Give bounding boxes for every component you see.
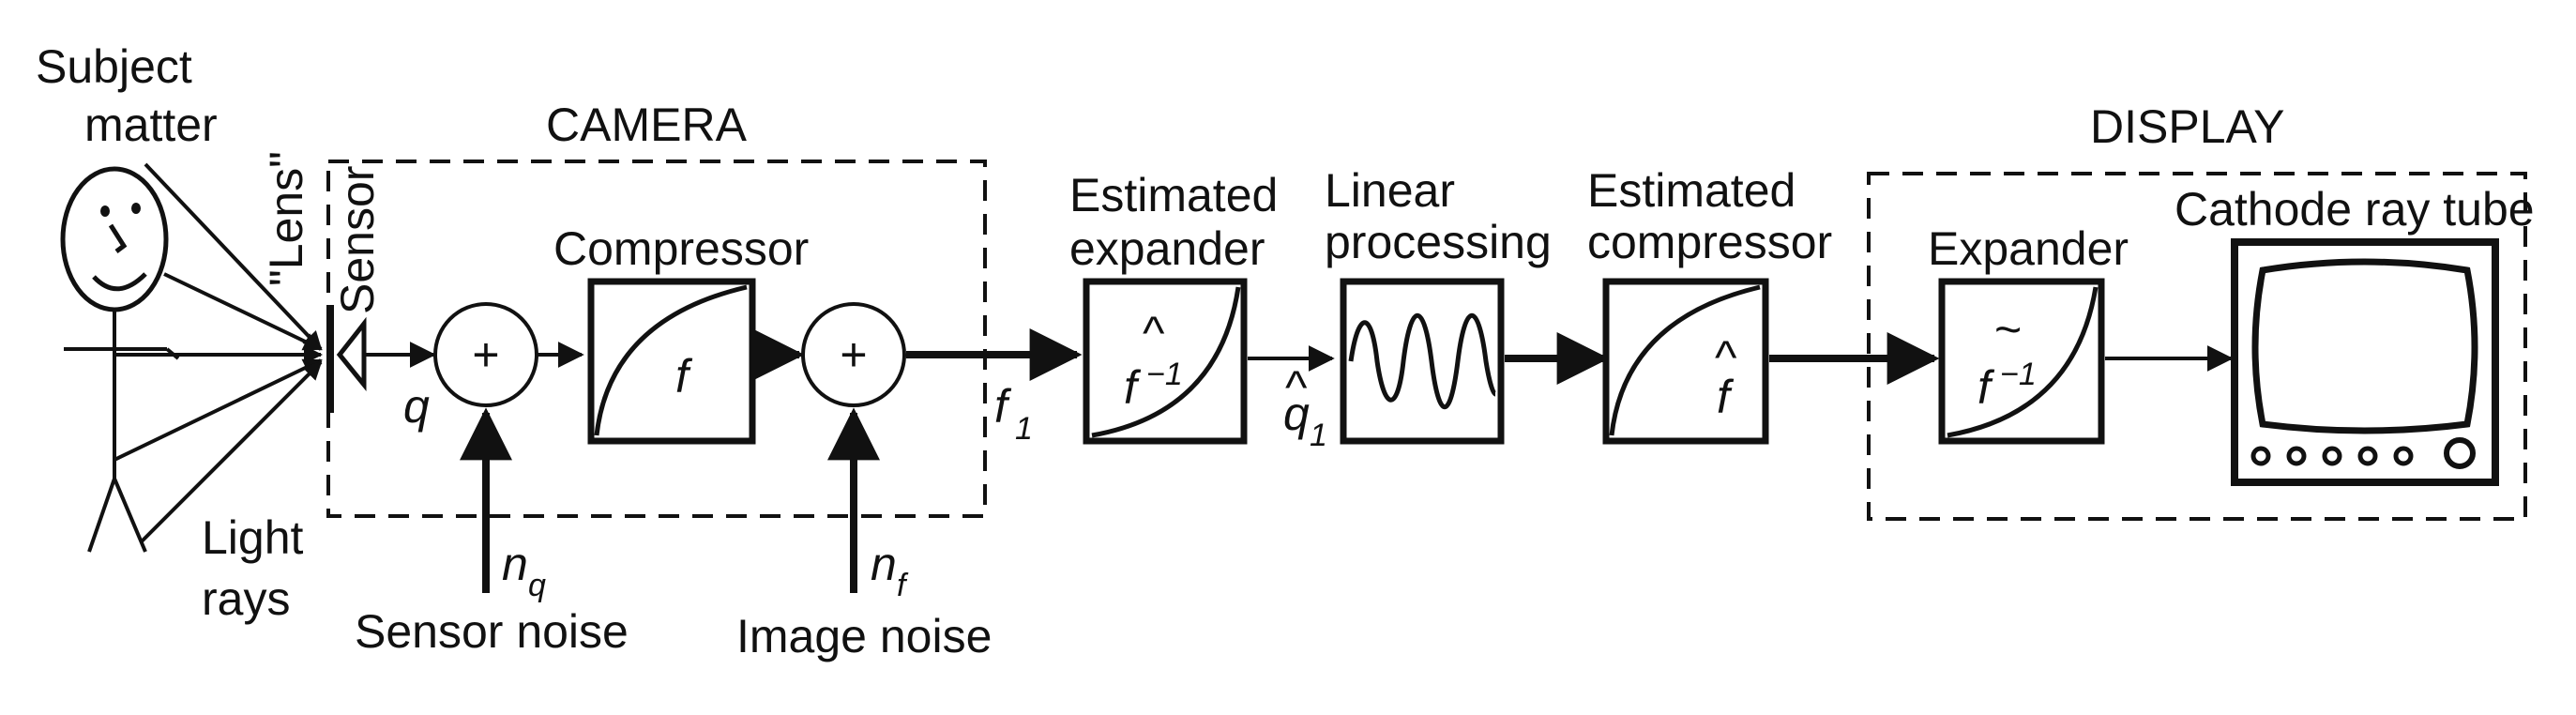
linear-processing-block	[1340, 278, 1505, 445]
expander-tilde: ~	[1994, 303, 2022, 356]
camera-title: CAMERA	[546, 99, 748, 151]
estimated-expander-hat: ^	[1143, 307, 1165, 359]
subject-label-line2: matter	[84, 99, 218, 151]
sensor-sum-sign: +	[472, 328, 499, 381]
estimated-compressor-hat: ^	[1715, 331, 1737, 384]
expander-curve	[1947, 286, 2099, 438]
estimated-compressor-label-line2: compressor	[1587, 216, 1832, 268]
light-rays-label-line2: rays	[202, 572, 290, 625]
crt-label: Cathode ray tube	[2174, 183, 2535, 236]
lens-label: "Lens"	[260, 151, 312, 286]
compressor-curve	[594, 284, 748, 436]
sine-wave-icon	[1348, 313, 1497, 410]
crt-monitor-icon	[2231, 238, 2499, 486]
estimated-compressor-curve	[1609, 284, 1761, 436]
image-noise-summer	[801, 302, 906, 407]
compressor-block	[587, 278, 756, 445]
estimated-compressor-label-line1: Estimated	[1587, 164, 1796, 217]
estimated-expander-curve	[1091, 286, 1241, 438]
estimated-expander-label-line1: Estimated	[1069, 169, 1278, 221]
estimated-expander-exponent: −1	[1146, 357, 1183, 392]
sensor-icon	[336, 316, 367, 392]
linear-processing-label-line1: Linear	[1325, 164, 1455, 217]
sensor-noise-label: Sensor noise	[355, 605, 629, 658]
light-rays-label-line1: Light	[202, 511, 304, 564]
sensor-label: Sensor	[331, 166, 384, 314]
q1hat-subscript: 1	[1310, 418, 1327, 453]
light-rays	[114, 162, 323, 544]
display-title: DISPLAY	[2090, 100, 2285, 153]
sensor-noise-subscript: q	[528, 568, 546, 603]
image-noise-subscript: f	[897, 568, 909, 603]
expander-label: Expander	[1928, 222, 2129, 275]
estimated-expander-label-line2: expander	[1069, 222, 1265, 275]
expander-exponent: −1	[2000, 357, 2037, 392]
image-noise-symbol: n	[871, 538, 897, 590]
sensor-noise-symbol: n	[502, 538, 528, 590]
image-sum-sign: +	[840, 328, 867, 381]
image-noise-label: Image noise	[736, 610, 992, 662]
linear-processing-label-line2: processing	[1325, 216, 1552, 268]
stick-figure-icon	[60, 166, 180, 553]
q-signal-label: q	[403, 380, 430, 433]
estimated-compressor-block	[1602, 278, 1769, 445]
q1hat-hat: ^	[1285, 361, 1308, 414]
q1hat-base: q	[1283, 388, 1310, 440]
expander-block	[1938, 278, 2105, 445]
estimated-expander-block	[1083, 278, 1248, 445]
compressor-label: Compressor	[553, 222, 809, 275]
display-boundary	[1867, 172, 2527, 521]
f1-signal-base: f	[994, 380, 1012, 433]
subject-label-line1: Subject	[36, 40, 192, 93]
f1-signal-subscript: 1	[1015, 411, 1033, 447]
